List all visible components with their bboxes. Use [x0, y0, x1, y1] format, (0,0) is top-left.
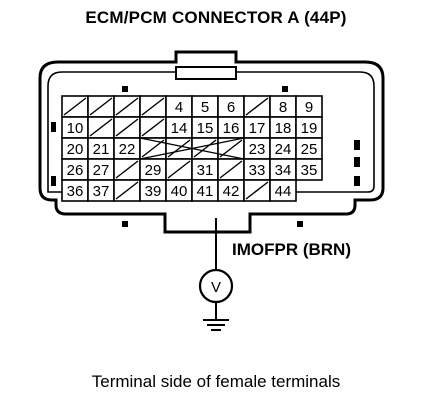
ground-icon [203, 319, 229, 331]
terminal-number: 21 [93, 141, 110, 158]
diagram-caption: Terminal side of female terminals [91, 372, 341, 391]
terminal-number: 29 [145, 162, 162, 179]
terminal-number: 6 [227, 99, 235, 116]
terminal-number: 25 [301, 141, 318, 158]
empty-terminal-slash [141, 97, 165, 116]
terminal-number: 15 [197, 120, 214, 137]
terminal-number: 42 [223, 183, 240, 200]
terminal-cell [269, 179, 297, 202]
connector-latch [175, 66, 237, 80]
empty-terminal-slash [89, 118, 113, 137]
terminal-number: 14 [171, 120, 188, 137]
empty-terminal-slash [245, 181, 269, 200]
key-mark-bottom-left [122, 221, 128, 227]
key-mark-bottom-right [297, 221, 303, 227]
empty-terminal-slash [115, 181, 139, 200]
lock-mark-right-bottom [354, 176, 360, 186]
diagram-title: ECM/PCM CONNECTOR A (44P) [85, 8, 347, 27]
lock-mark-left-bottom [51, 176, 56, 186]
terminal-number: 9 [305, 99, 313, 116]
terminal-number: 16 [223, 120, 240, 137]
terminal-number: 24 [275, 141, 292, 158]
empty-terminal-slash [89, 97, 113, 116]
terminal-number: 33 [249, 162, 266, 179]
terminal-number: 17 [249, 120, 266, 137]
connector-inner-wall [47, 71, 375, 193]
blank-region-cross [139, 137, 245, 160]
terminal-number: 23 [249, 141, 266, 158]
terminal-number: 36 [67, 183, 84, 200]
connector-housing [38, 50, 385, 234]
terminal-number: 35 [301, 162, 318, 179]
terminal-number: 39 [145, 183, 162, 200]
lock-mark-right-mid [354, 157, 360, 167]
empty-terminal-slash [219, 160, 243, 179]
empty-terminal-slash [141, 118, 165, 137]
wire-label: IMOFPR (BRN) [232, 240, 351, 259]
terminal-number: 8 [279, 99, 287, 116]
terminal-grid: 4 5 6 8 9 10 14 15 16 17 18 19 20 21 22 23 24 25 26 27 29 31 3… [61, 95, 323, 202]
lock-mark-right-top [354, 140, 360, 150]
empty-terminal-slash [219, 139, 243, 158]
terminal-number: 5 [201, 99, 209, 116]
terminal-number: 27 [93, 162, 110, 179]
terminal-cell [295, 158, 323, 181]
terminal-number: 19 [301, 120, 318, 137]
terminal-number: 44 [275, 183, 292, 200]
empty-terminal-slash [115, 118, 139, 137]
empty-terminal-slash [245, 97, 269, 116]
empty-terminal-slash [193, 139, 217, 158]
lock-mark-left-top [51, 122, 56, 132]
empty-terminal-slash [115, 97, 139, 116]
empty-terminal-slash [63, 97, 87, 116]
terminal-number: 41 [197, 183, 214, 200]
terminal-number: 20 [67, 141, 84, 158]
empty-terminal-slash [141, 139, 165, 158]
empty-terminal-slash [115, 160, 139, 179]
terminal-number: 26 [67, 162, 84, 179]
voltmeter-symbol: V [211, 279, 221, 296]
terminal-number: 18 [275, 120, 292, 137]
terminal-number: 40 [171, 183, 188, 200]
terminal-number: 34 [275, 162, 292, 179]
empty-terminal-slash [167, 139, 191, 158]
terminal-number: 31 [197, 162, 214, 179]
terminal-number: 22 [119, 141, 136, 158]
terminal-number: 4 [175, 99, 183, 116]
terminal-number: 10 [67, 120, 84, 137]
terminal-number: 37 [93, 183, 110, 200]
key-mark-top [122, 86, 128, 92]
empty-terminal-slash [167, 160, 191, 179]
key-mark-top-right [282, 86, 288, 92]
